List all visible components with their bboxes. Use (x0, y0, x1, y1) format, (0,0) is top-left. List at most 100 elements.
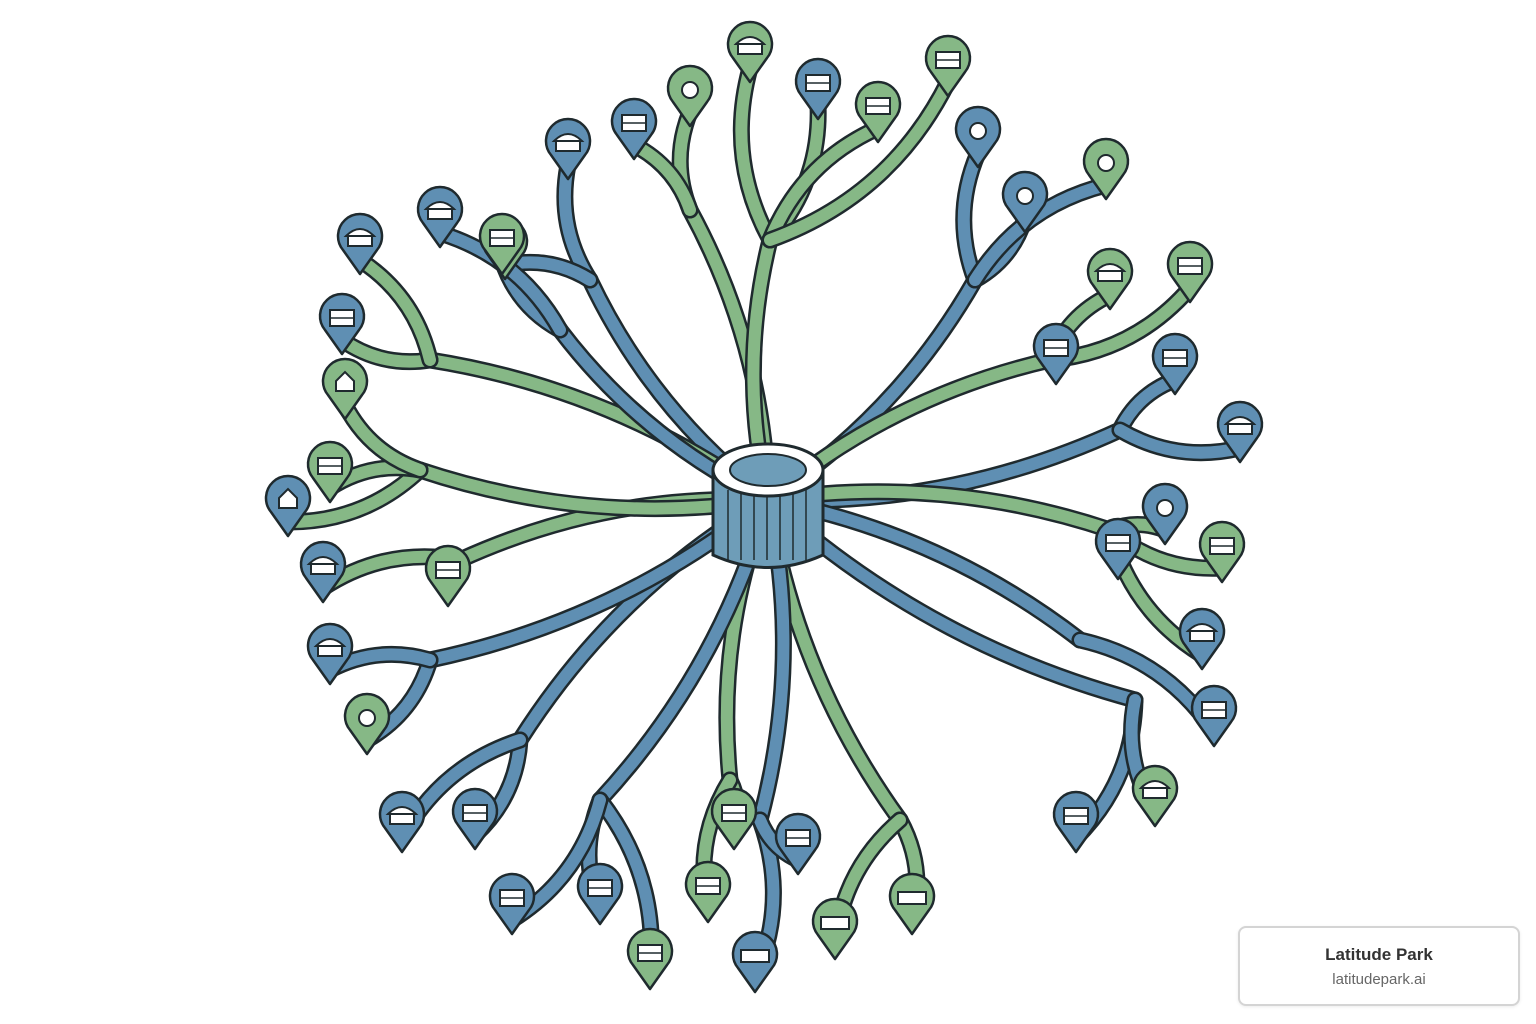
map-pin-people-icon[interactable] (306, 440, 354, 504)
central-hub-stump (711, 442, 825, 569)
map-pin-storefront-icon[interactable] (1094, 517, 1142, 581)
people-icon (805, 74, 831, 92)
map-pin-location-ring-icon[interactable] (343, 692, 391, 756)
people-icon (317, 457, 343, 475)
signboard-icon (935, 51, 961, 69)
store-awning-icon (313, 638, 347, 657)
shop-front-icon (621, 114, 647, 132)
map-pin-drum-icon[interactable] (811, 897, 859, 961)
tree-icon (1177, 257, 1203, 275)
branch-twig (333, 331, 439, 371)
market-stall-icon (423, 201, 457, 220)
store-awning-icon (1185, 623, 1219, 642)
store-awning-icon (1093, 263, 1127, 282)
kiosk-icon (865, 97, 891, 115)
storefront-icon (1162, 349, 1188, 367)
brand-card[interactable]: Latitude Park latitudepark.ai (1238, 926, 1520, 1006)
map-pin-flower-icon[interactable] (318, 292, 366, 356)
branch-twig (351, 251, 439, 369)
map-pin-location-ring-icon[interactable] (1082, 137, 1130, 201)
people-icon (721, 804, 747, 822)
map-pin-dome-icon[interactable] (299, 540, 347, 604)
map-pin-store-awning-icon[interactable] (1086, 247, 1134, 311)
map-pin-drum-icon[interactable] (888, 872, 936, 936)
map-pin-store-awning-icon[interactable] (544, 117, 592, 181)
map-pin-lantern-icon[interactable] (684, 860, 732, 924)
ticket-booth-icon (1201, 701, 1227, 719)
map-pin-location-ring-icon[interactable] (1141, 482, 1189, 546)
branch-twig (955, 144, 987, 289)
map-pin-globe-pin-icon[interactable] (954, 105, 1002, 169)
house-icon (278, 487, 298, 509)
drum-icon (897, 891, 927, 905)
location-ring-icon (681, 81, 699, 99)
market-stall-icon (733, 36, 767, 55)
drum-icon (820, 916, 850, 930)
map-pin-dome-icon[interactable] (378, 790, 426, 854)
map-pin-kiosk-icon[interactable] (854, 80, 902, 144)
map-pin-mail-icon[interactable] (1052, 790, 1100, 854)
map-pin-ticket-booth-icon[interactable] (1190, 684, 1238, 748)
map-pin-tower-icon[interactable] (321, 357, 369, 421)
map-pin-store-awning-icon[interactable] (1178, 607, 1226, 671)
location-ring-icon (1156, 499, 1174, 517)
map-pin-flower-icon[interactable] (626, 927, 674, 991)
branch-twig (732, 59, 779, 249)
branch-twig (1111, 421, 1249, 462)
bird-icon (587, 879, 613, 897)
brand-url[interactable]: latitudepark.ai (1332, 970, 1426, 988)
map-pin-drum-icon[interactable] (731, 930, 779, 994)
map-pin-storefront-icon[interactable] (1151, 332, 1199, 396)
tower-icon (335, 370, 355, 392)
lantern-icon (695, 877, 721, 895)
store-awning-icon (343, 228, 377, 247)
store-awning-icon (1138, 780, 1172, 799)
badge-icon (785, 829, 811, 847)
map-pin-house-icon[interactable] (264, 474, 312, 538)
shop-front-icon (489, 229, 515, 247)
location-ring-icon (358, 709, 376, 727)
dome-icon (385, 806, 419, 825)
flower-icon (637, 944, 663, 962)
map-pin-market-stall-icon[interactable] (726, 20, 774, 84)
brand-name: Latitude Park (1325, 944, 1433, 964)
store-awning-icon (1223, 416, 1257, 435)
cart-icon (499, 889, 525, 907)
map-pin-store-awning-icon[interactable] (306, 622, 354, 686)
location-ring-icon (1016, 187, 1034, 205)
map-pin-animal-icon[interactable] (1032, 322, 1080, 386)
flower-icon (329, 309, 355, 327)
globe-pin-icon (969, 122, 987, 140)
map-pin-store-awning-icon[interactable] (336, 212, 384, 276)
map-pin-store-awning-icon[interactable] (1131, 764, 1179, 828)
branch-twig (1111, 371, 1184, 439)
map-pin-location-ring-icon[interactable] (666, 64, 714, 128)
map-pin-bird-icon[interactable] (576, 862, 624, 926)
dome-icon (306, 556, 340, 575)
map-pin-storefront-icon[interactable] (424, 544, 472, 608)
branch-twig (761, 73, 957, 249)
branch-twig (336, 396, 429, 479)
map-pin-storefront-icon[interactable] (1198, 520, 1246, 584)
map-pin-map-icon[interactable] (451, 787, 499, 851)
map-pin-store-awning-icon[interactable] (1216, 400, 1264, 464)
map-pin-badge-icon[interactable] (774, 812, 822, 876)
storefront-icon (435, 561, 461, 579)
map-pin-signboard-icon[interactable] (924, 34, 972, 98)
map-pin-people-icon[interactable] (710, 787, 758, 851)
map-pin-cart-icon[interactable] (488, 872, 536, 936)
map-pin-location-ring-icon[interactable] (1001, 170, 1049, 234)
branch-twig (761, 119, 887, 249)
animal-icon (1043, 339, 1069, 357)
storefront-icon (1105, 534, 1131, 552)
drum-icon (740, 949, 770, 963)
map-pin-people-icon[interactable] (794, 57, 842, 121)
map-pin-shop-front-icon[interactable] (610, 97, 658, 161)
location-ring-icon (1097, 154, 1115, 172)
mail-icon (1063, 807, 1089, 825)
map-pin-tree-icon[interactable] (1166, 240, 1214, 304)
map-pin-shop-front-icon[interactable] (478, 212, 526, 276)
storefront-icon (1209, 537, 1235, 555)
map-pin-market-stall-icon[interactable] (416, 185, 464, 249)
